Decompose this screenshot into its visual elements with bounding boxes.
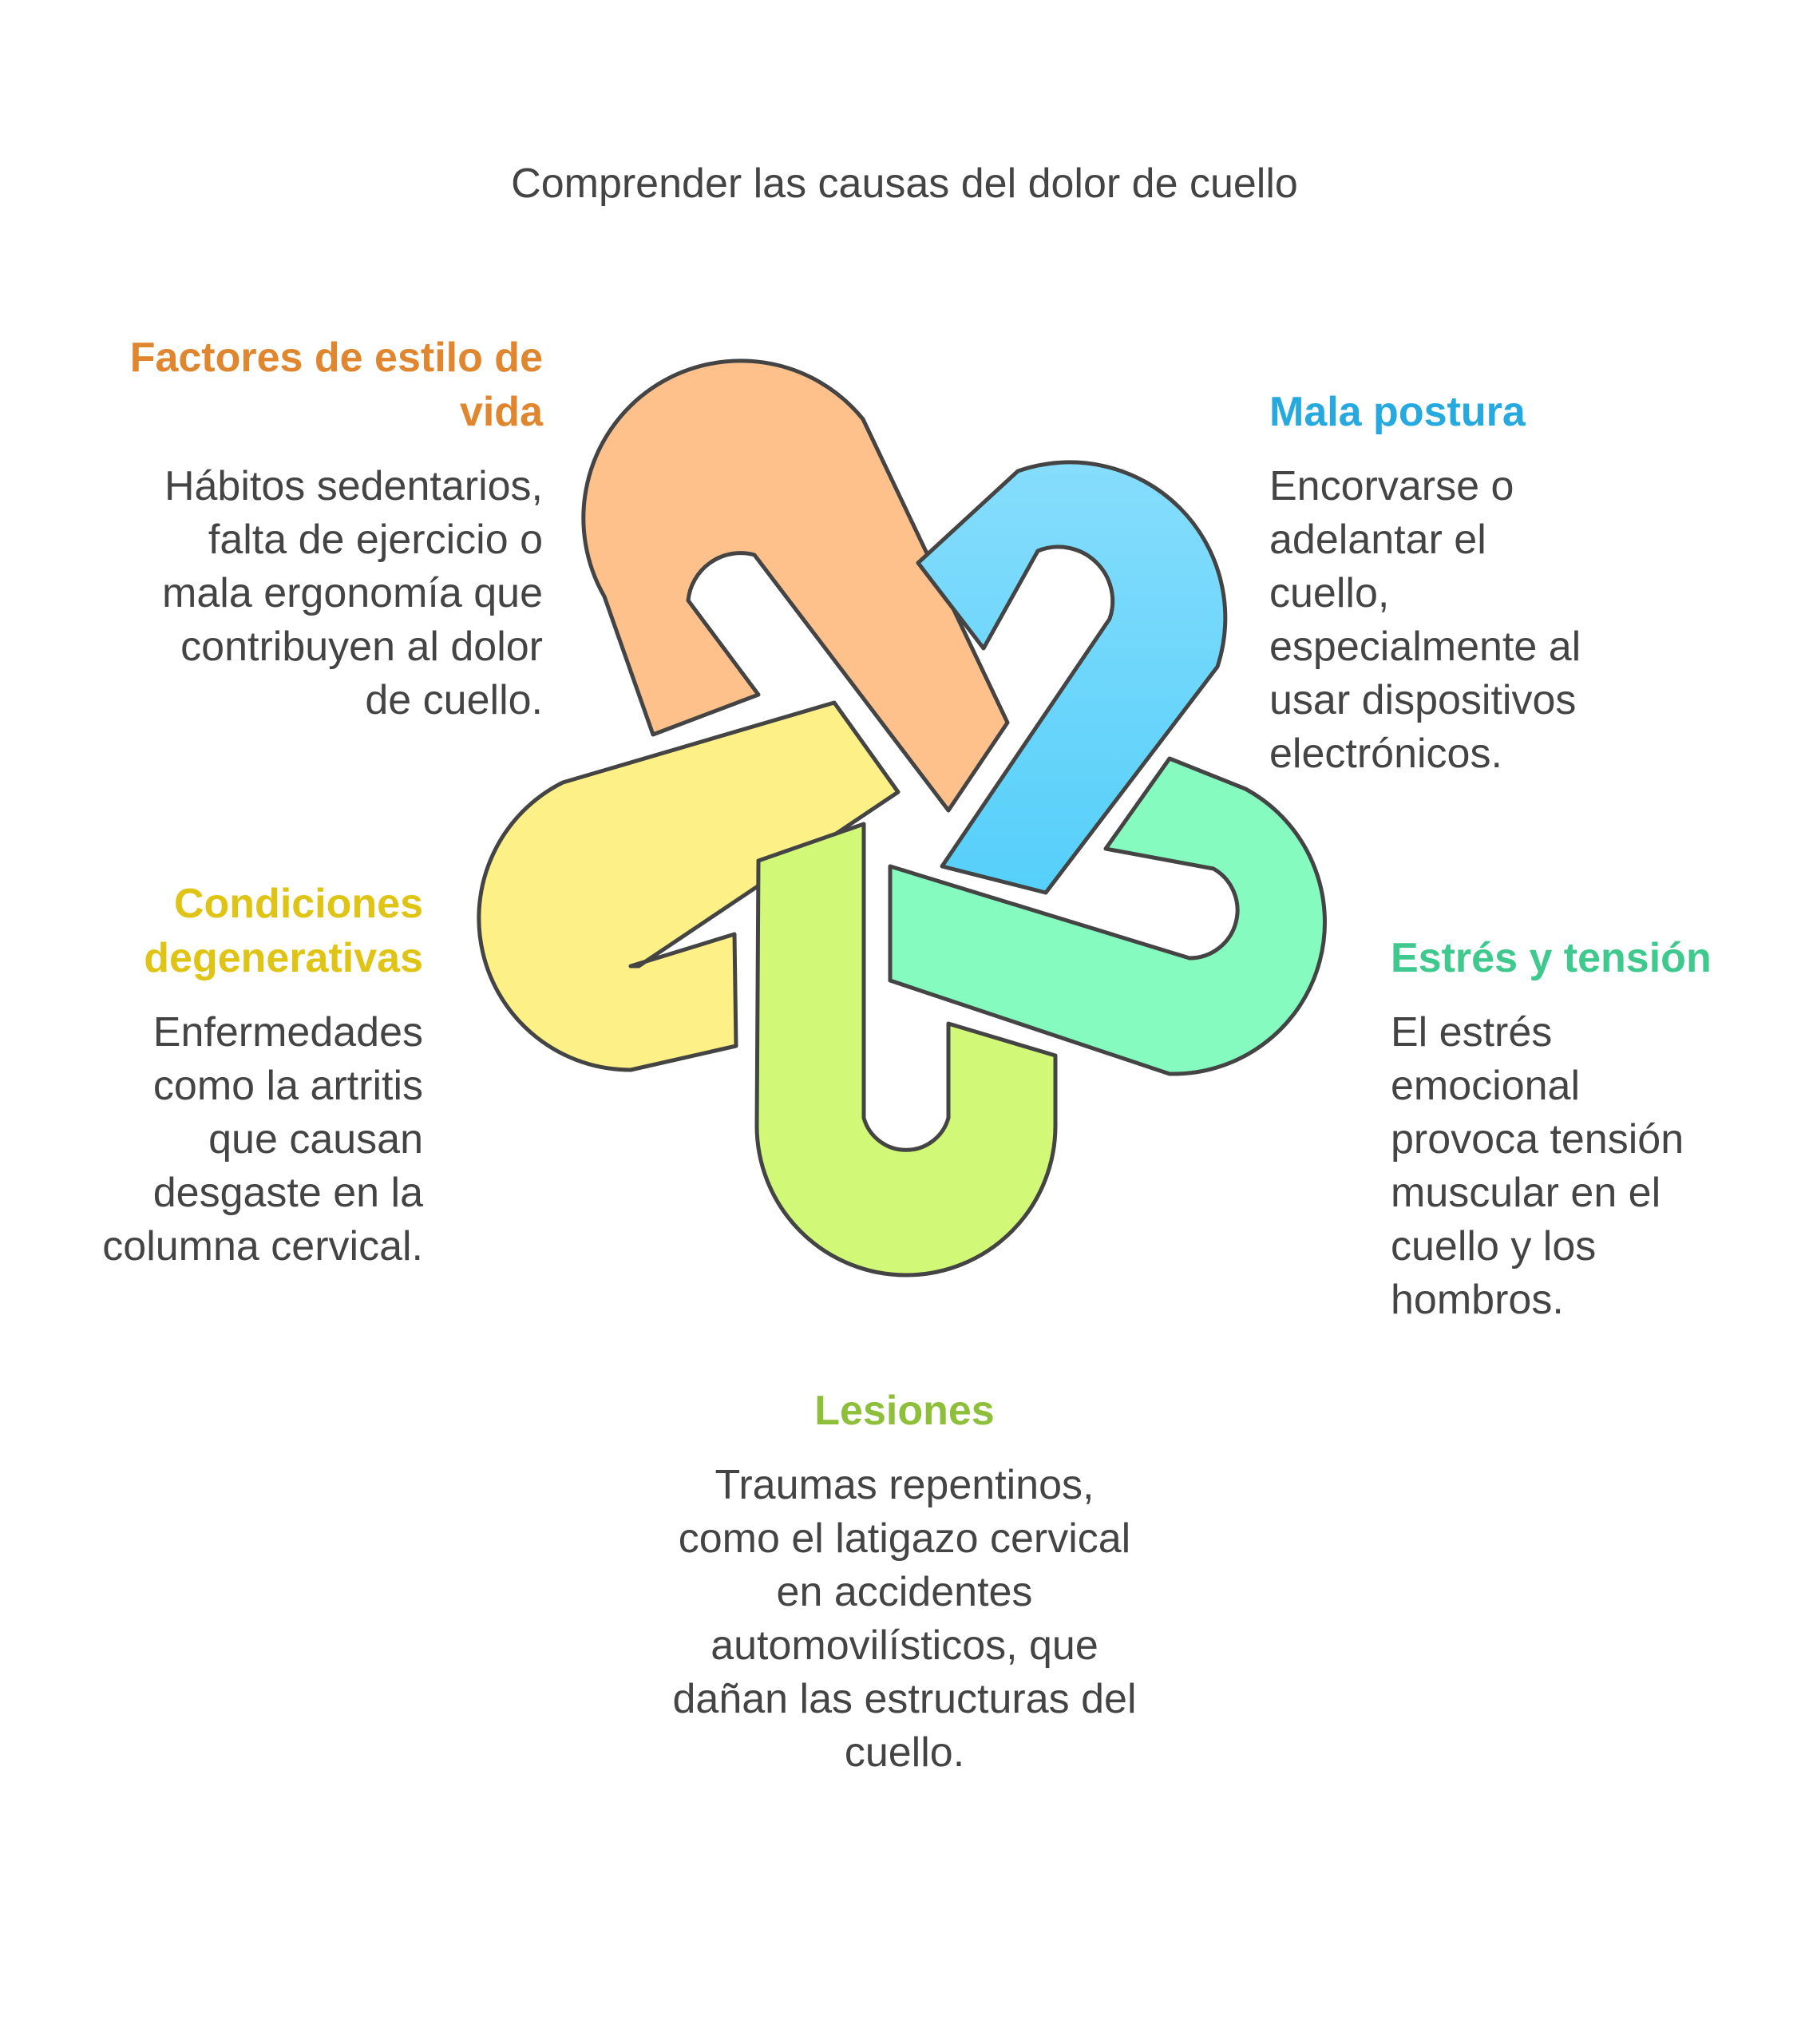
loop-degenerative — [477, 700, 901, 1072]
cause-degenerative-heading: Condiciones degenerativas — [144, 881, 423, 981]
cause-stress-description: El estrés emocional provoca tensión musc… — [1391, 1009, 1684, 1323]
cause-degenerative-description: Enfermedades como la artritis que causan… — [102, 1009, 423, 1270]
loop-lifestyle — [581, 358, 1010, 813]
cause-injuries-heading: Lesiones — [814, 1388, 995, 1434]
cause-injuries-description: Traumas repentinos, como el latigazo cer… — [672, 1462, 1137, 1776]
cause-lifestyle-description: Hábitos sedentarios, falta de ejercicio … — [162, 463, 543, 723]
cause-degenerative: Condiciones degenerativas Enfermedades c… — [32, 877, 423, 1274]
cause-stress-heading: Estrés y tensión — [1391, 935, 1712, 981]
cause-lifestyle: Factores de estilo de vida Hábitos seden… — [96, 331, 543, 727]
page-title: Comprender las causas del dolor de cuell… — [511, 160, 1298, 207]
cause-posture: Mala postura Encorvarse o adelantar el c… — [1269, 385, 1716, 781]
cause-posture-description: Encorvarse o adelantar el cuello, especi… — [1269, 463, 1581, 777]
cause-posture-heading: Mala postura — [1269, 389, 1526, 435]
loop-stress — [888, 756, 1327, 1076]
cause-injuries: Lesiones Traumas repentinos, como el lat… — [585, 1384, 1224, 1780]
cause-stress: Estrés y tensión El estrés emocional pro… — [1391, 931, 1790, 1327]
cause-lifestyle-heading: Factores de estilo de vida — [129, 335, 543, 435]
loop-posture — [916, 460, 1228, 895]
loop-injuries — [754, 822, 1058, 1278]
